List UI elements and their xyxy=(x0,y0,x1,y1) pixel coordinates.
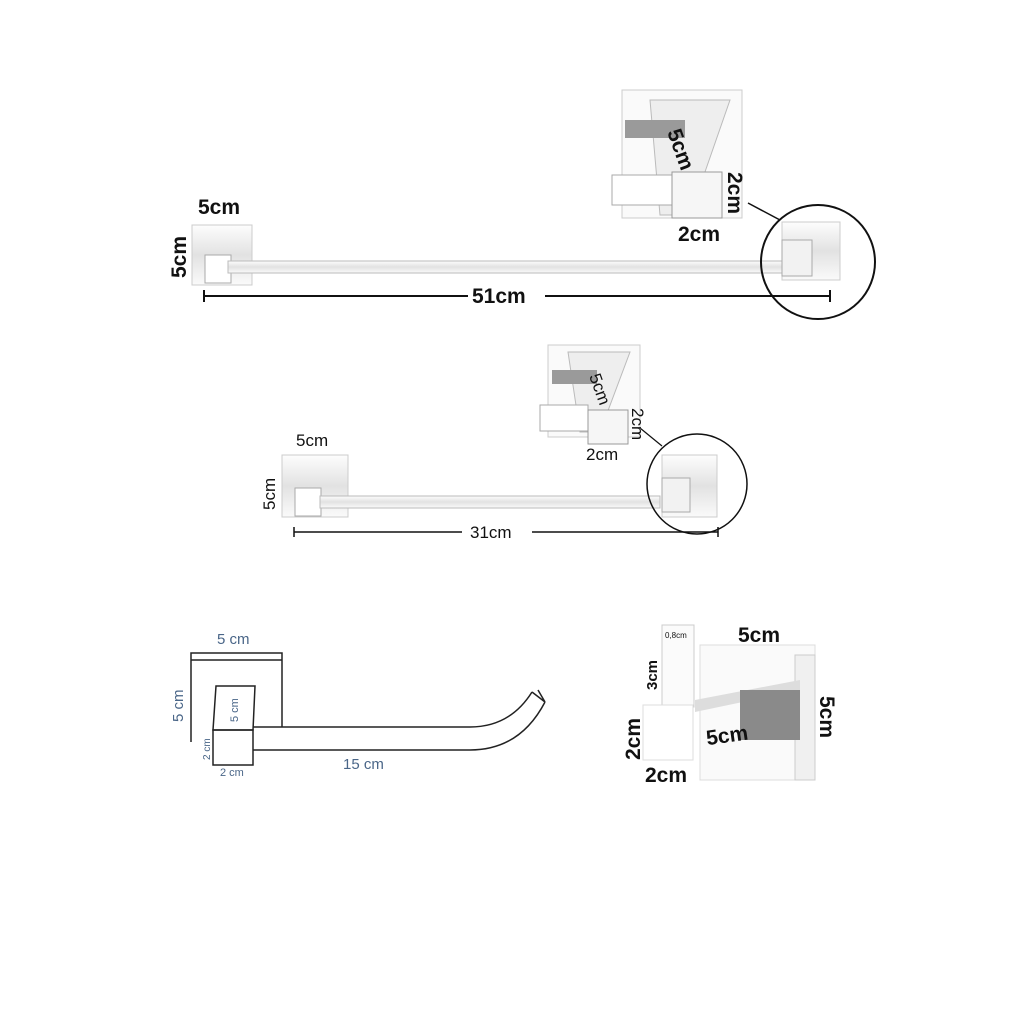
block-height-label: 2 cm xyxy=(202,738,213,760)
plate-width-label: 5cm xyxy=(738,624,780,647)
arm-shade xyxy=(740,690,800,740)
left-mount-block xyxy=(204,254,232,284)
mount-block xyxy=(212,729,254,766)
leader-line xyxy=(747,202,781,221)
peg-height-label: 3cm xyxy=(644,660,661,690)
left-mount-block xyxy=(294,487,322,517)
block-width-label: 2 cm xyxy=(220,767,244,779)
bar-rod xyxy=(227,260,789,274)
hook-block xyxy=(642,704,694,761)
height-label: 5cm xyxy=(168,236,191,278)
holder-arm xyxy=(253,689,546,751)
bar-rod xyxy=(319,495,661,509)
towel-bar-large: 5cm 5cm 51cm 5cm 2cm 2cm xyxy=(168,89,876,320)
bottom-label: 2cm xyxy=(586,445,618,464)
block-height-label: 2cm xyxy=(622,718,645,760)
width-label: 5cm xyxy=(198,196,240,219)
right-mount-block xyxy=(661,477,691,513)
plate-height-label: 5cm xyxy=(815,696,838,738)
plate-width-label: 5 cm xyxy=(217,631,250,648)
length-label: 51cm xyxy=(472,285,526,308)
arm-height-label: 5 cm xyxy=(229,698,241,722)
robe-hook: 0,8cm 3cm 5cm 5cm 5cm 2cm 2cm xyxy=(622,624,838,787)
length-label: 31cm xyxy=(470,523,512,542)
mount-detail-small: 5cm 2cm 2cm xyxy=(539,344,647,464)
height-label: 5cm xyxy=(260,478,279,510)
bottom-label: 2cm xyxy=(678,223,720,246)
wall-plate xyxy=(190,652,283,742)
plate-height-label: 5 cm xyxy=(170,689,187,722)
tip-label: 0,8cm xyxy=(665,631,687,640)
leader-line xyxy=(639,427,663,447)
side-label: 2cm xyxy=(628,408,647,440)
hook-peg xyxy=(661,624,695,708)
detail-circle xyxy=(646,433,748,535)
block-width-label: 2cm xyxy=(645,764,687,787)
mount-detail-large: 5cm 2cm 2cm xyxy=(611,89,746,246)
width-label: 5cm xyxy=(296,431,328,450)
right-mount-block xyxy=(781,239,813,277)
length-label: 15 cm xyxy=(343,756,384,773)
side-label: 2cm xyxy=(723,172,746,214)
paper-holder: 5 cm 5 cm 5 cm 2 cm 2 cm 15 cm xyxy=(170,631,546,779)
detail-circle xyxy=(760,204,876,320)
towel-bar-small: 5cm 5cm 31cm 5cm 2cm 2cm xyxy=(260,344,748,542)
